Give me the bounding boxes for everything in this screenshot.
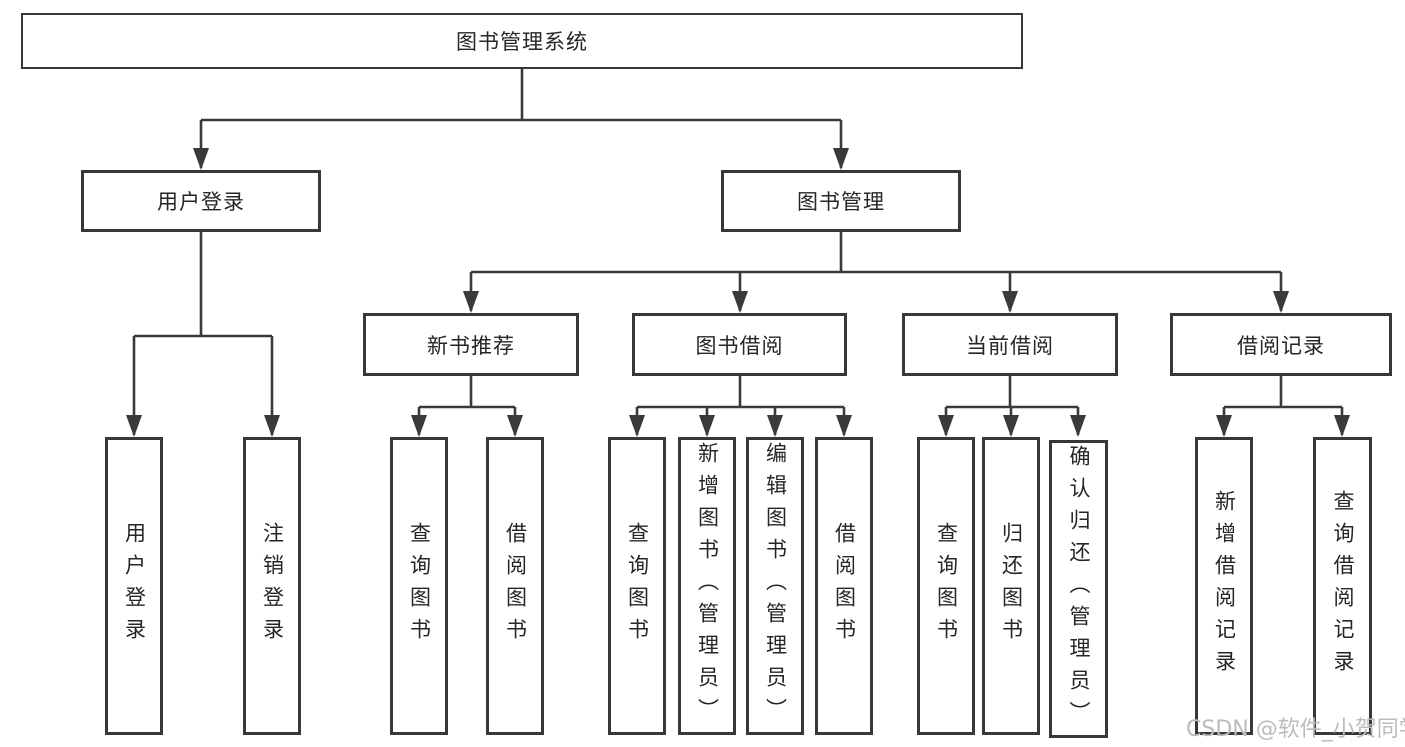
leaf-add-borrow-record: 新增借阅记录 bbox=[1195, 437, 1253, 735]
csdn-watermark: CSDN @软件_小贺同学 bbox=[1186, 717, 1405, 742]
arrowhead bbox=[1003, 415, 1019, 437]
connector-new-book-to-leaves bbox=[417, 376, 517, 435]
leaf-query-borrow-record: 查询借阅记录 bbox=[1313, 437, 1372, 735]
leaf-label: 编辑图书（管理员） bbox=[763, 442, 788, 730]
connector-book-management-to-level3 bbox=[469, 232, 1283, 311]
arrowhead bbox=[1070, 415, 1086, 437]
leaf-logout: 注销登录 bbox=[243, 437, 301, 735]
arrowhead bbox=[833, 148, 849, 170]
arrowhead bbox=[411, 415, 427, 437]
arrowhead bbox=[1273, 291, 1289, 313]
leaf-add-books-admin: 新增图书（管理员） bbox=[678, 437, 736, 735]
arrowhead bbox=[193, 148, 209, 170]
leaf-label: 确认归还（管理员） bbox=[1067, 445, 1091, 733]
connector-borrow-records-to-leaves bbox=[1222, 376, 1344, 435]
arrowhead bbox=[1334, 415, 1350, 437]
node-label: 新书推荐 bbox=[427, 333, 515, 358]
leaf-label: 新增图书（管理员） bbox=[695, 442, 720, 730]
leaf-label: 用户登录 bbox=[122, 522, 147, 650]
arrowhead bbox=[732, 291, 748, 313]
arrowhead bbox=[1002, 291, 1018, 313]
leaf-query-books-borrow: 查询图书 bbox=[608, 437, 666, 735]
arrowhead bbox=[507, 415, 523, 437]
node-label: 当前借阅 bbox=[966, 333, 1054, 358]
leaf-label: 归还图书 bbox=[999, 522, 1024, 650]
leaf-edit-books-admin: 编辑图书（管理员） bbox=[746, 437, 804, 735]
node-current-borrow: 当前借阅 bbox=[902, 313, 1118, 376]
arrowhead bbox=[264, 415, 280, 437]
arrowhead bbox=[938, 415, 954, 437]
leaf-confirm-return-admin: 确认归还（管理员） bbox=[1049, 440, 1108, 738]
leaf-label: 借阅图书 bbox=[832, 522, 857, 650]
leaf-label: 注销登录 bbox=[260, 522, 285, 650]
arrowhead bbox=[767, 415, 783, 437]
arrowhead bbox=[1216, 415, 1232, 437]
connector-book-borrow-to-leaves bbox=[635, 376, 846, 435]
connector-user-login-to-leaves bbox=[132, 232, 274, 435]
node-user-login: 用户登录 bbox=[81, 170, 321, 232]
leaf-return-books: 归还图书 bbox=[982, 437, 1040, 735]
node-label: 图书管理 bbox=[797, 190, 885, 214]
leaf-label: 查询图书 bbox=[625, 522, 650, 650]
leaf-label: 借阅图书 bbox=[503, 522, 528, 650]
node-label: 图书管理系统 bbox=[456, 30, 588, 54]
node-label: 用户登录 bbox=[157, 190, 245, 214]
leaf-label: 查询图书 bbox=[934, 522, 959, 650]
leaf-label: 新增借阅记录 bbox=[1212, 490, 1237, 682]
arrowhead bbox=[699, 415, 715, 437]
node-label: 借阅记录 bbox=[1237, 333, 1325, 358]
arrowhead bbox=[836, 415, 852, 437]
arrowhead bbox=[629, 415, 645, 437]
leaf-borrow-books: 借阅图书 bbox=[815, 437, 873, 735]
node-borrow-records: 借阅记录 bbox=[1170, 313, 1392, 376]
leaf-borrow-books-recommend: 借阅图书 bbox=[486, 437, 544, 735]
node-label: 图书借阅 bbox=[695, 333, 784, 358]
arrowhead bbox=[463, 291, 479, 313]
leaf-query-books-current: 查询图书 bbox=[917, 437, 975, 735]
node-library-management-system: 图书管理系统 bbox=[21, 13, 1023, 69]
leaf-user-login: 用户登录 bbox=[105, 437, 163, 735]
node-new-book-recommend: 新书推荐 bbox=[363, 313, 579, 376]
leaf-label: 查询图书 bbox=[407, 522, 432, 650]
leaf-query-books-recommend: 查询图书 bbox=[390, 437, 448, 735]
node-book-borrow: 图书借阅 bbox=[632, 313, 847, 376]
arrowhead bbox=[126, 415, 142, 437]
node-book-management: 图书管理 bbox=[721, 170, 961, 232]
leaf-label: 查询借阅记录 bbox=[1331, 490, 1355, 682]
connector-root-to-level2 bbox=[199, 69, 843, 168]
